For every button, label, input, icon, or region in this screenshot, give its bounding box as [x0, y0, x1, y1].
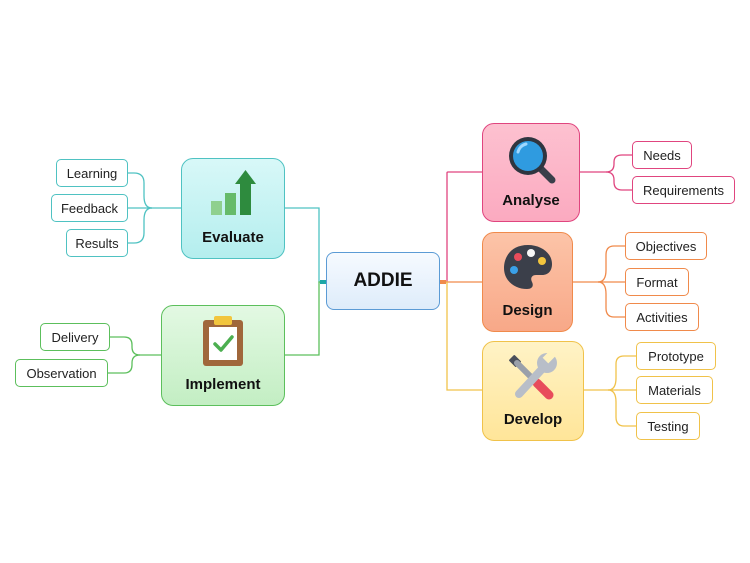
topic-design[interactable]: Design: [482, 232, 573, 332]
leaf-materials[interactable]: Materials: [636, 376, 713, 404]
topic-label: Implement: [185, 376, 261, 393]
leaf-requirements[interactable]: Requirements: [632, 176, 735, 204]
leaf-results[interactable]: Results: [66, 229, 128, 257]
topic-label: Evaluate: [202, 229, 264, 246]
topic-analyse[interactable]: Analyse: [482, 123, 580, 222]
topic-evaluate[interactable]: Evaluate: [181, 158, 285, 259]
leaf-activities[interactable]: Activities: [625, 303, 699, 331]
palette-icon: [503, 245, 552, 289]
clipboard-check-icon: [203, 316, 243, 366]
growth-chart-icon: [211, 170, 256, 215]
root-label: ADDIE: [353, 270, 413, 291]
leaf-prototype[interactable]: Prototype: [636, 342, 716, 370]
topic-implement[interactable]: Implement: [161, 305, 285, 406]
leaf-format[interactable]: Format: [625, 268, 689, 296]
magnifier-icon: [509, 137, 556, 184]
topic-label: Develop: [503, 411, 563, 428]
leaf-learning[interactable]: Learning: [56, 159, 128, 187]
leaf-needs[interactable]: Needs: [632, 141, 692, 169]
leaf-observation[interactable]: Observation: [15, 359, 108, 387]
tools-icon: [509, 350, 557, 400]
leaf-testing[interactable]: Testing: [636, 412, 700, 440]
topic-label: Analyse: [502, 192, 560, 209]
leaf-delivery[interactable]: Delivery: [40, 323, 110, 351]
root-node-addie[interactable]: ADDIE: [326, 252, 440, 310]
topic-label: Design: [502, 302, 553, 319]
topic-develop[interactable]: Develop: [482, 341, 584, 441]
leaf-objectives[interactable]: Objectives: [625, 232, 707, 260]
leaf-feedback[interactable]: Feedback: [51, 194, 128, 222]
